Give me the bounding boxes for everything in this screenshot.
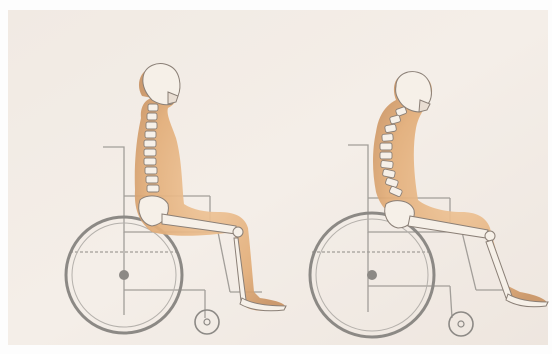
- page-background: [8, 10, 548, 345]
